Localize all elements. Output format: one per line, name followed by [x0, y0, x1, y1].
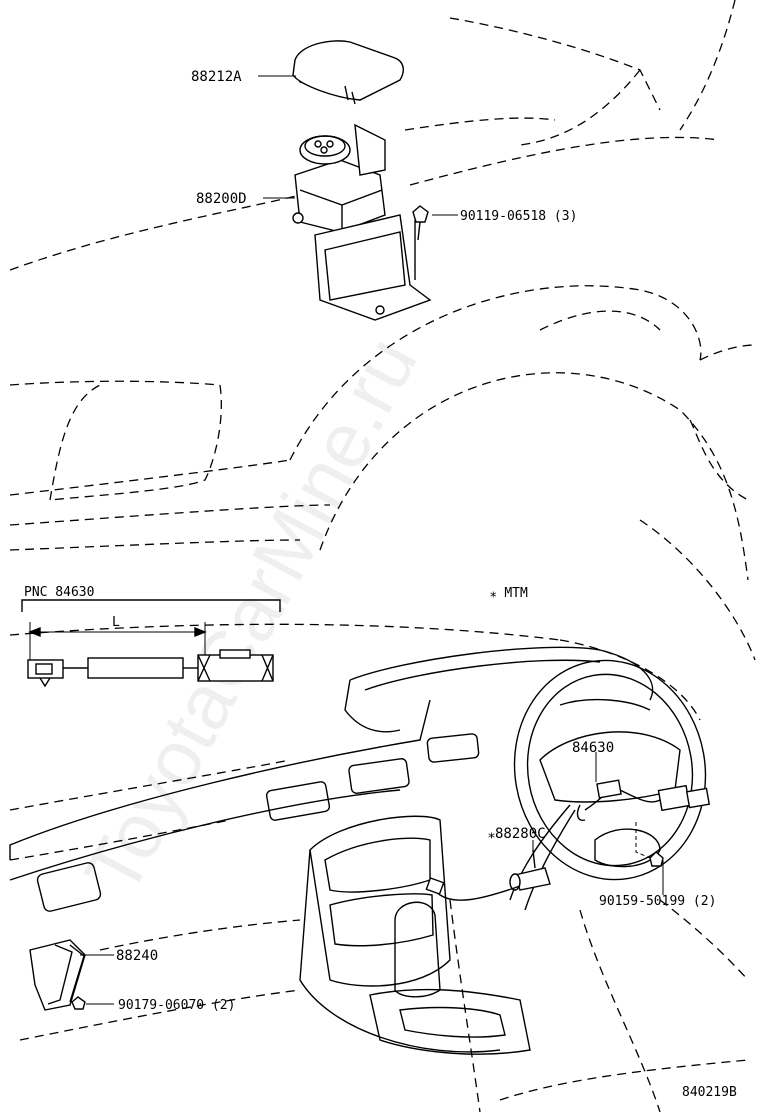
- label-90179: 90179-06070 (2): [118, 998, 235, 1013]
- dashboard-outline: [9, 646, 654, 1055]
- label-88280C: ⁎88280C: [488, 826, 546, 842]
- part-88240-bracket: [29, 939, 86, 1011]
- part-88212A-cover: [292, 40, 404, 105]
- part-90159-screw: [635, 822, 664, 867]
- label-88212A: 88212A: [191, 69, 242, 85]
- label-90119: 90119-06518 (3): [460, 209, 577, 224]
- steering-wheel: [509, 659, 707, 911]
- part-88280C-switch: [425, 849, 551, 901]
- part-84630-switch: [576, 779, 711, 822]
- detail-84630-frame: [21, 599, 281, 688]
- label-90159: 90159-50199 (2): [599, 894, 716, 909]
- label-88200D: 88200D: [196, 191, 247, 207]
- vehicle-body-outline: [9, 0, 756, 1112]
- diagram-id: 840219B: [682, 1085, 737, 1100]
- part-88200D-actuator: [292, 123, 432, 321]
- label-88240: 88240: [116, 948, 158, 964]
- label-mtm-note: ⁎ MTM: [490, 586, 528, 601]
- label-pnc-84630: PNC 84630: [24, 585, 94, 600]
- part-90179-nut: [71, 996, 86, 1010]
- leader-lines: [80, 75, 664, 1005]
- label-length-l: L: [112, 615, 120, 630]
- part-90119-bolt: [412, 205, 429, 241]
- label-84630: 84630: [572, 740, 614, 756]
